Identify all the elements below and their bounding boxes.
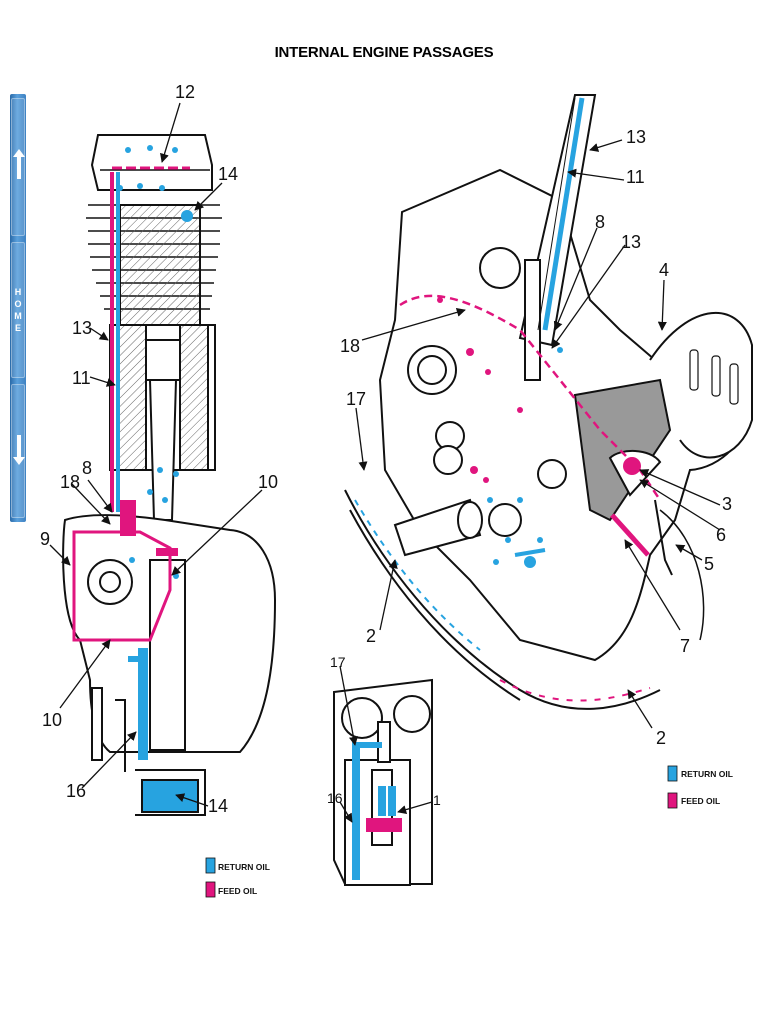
right-oil-passages: [354, 97, 662, 702]
label-16-inset: 16: [327, 790, 343, 806]
label-11-left: 11: [72, 368, 91, 388]
left-oil-passages: [72, 145, 193, 760]
label-13-left: 13: [72, 318, 92, 338]
label-4: 4: [659, 260, 669, 280]
scroll-up-button[interactable]: [11, 98, 25, 236]
return-oil-label: RETURN OIL: [218, 862, 270, 872]
label-8-right: 8: [595, 212, 605, 232]
label-18-right: 18: [340, 336, 360, 356]
inset-leader-lines: [339, 665, 433, 823]
label-7: 7: [680, 636, 690, 656]
right-legend: RETURN OIL FEED OIL: [667, 765, 733, 809]
feed-oil-label-right: FEED OIL: [681, 796, 720, 806]
home-letter-m: M: [14, 311, 22, 321]
crankcase-perspective: [344, 94, 753, 710]
down-arrow-icon: [13, 435, 25, 465]
label-14-top: 14: [218, 164, 238, 184]
label-13-mid: 13: [621, 232, 641, 252]
diagram-title: INTERNAL ENGINE PASSAGES: [274, 44, 494, 61]
label-17-inset: 17: [330, 654, 346, 670]
label-11-top: 11: [626, 167, 645, 187]
left-legend: RETURN OIL FEED OIL: [205, 857, 270, 898]
scroll-down-button[interactable]: [11, 384, 25, 518]
label-10-right: 10: [258, 472, 278, 492]
label-6: 6: [716, 525, 726, 545]
label-5: 5: [704, 554, 714, 574]
side-navigation: H O M E: [10, 94, 26, 522]
up-arrow-icon: [13, 149, 25, 179]
right-leader-lines: [355, 139, 721, 729]
label-16-left: 16: [66, 781, 86, 801]
return-oil-swatch: [205, 857, 216, 874]
label-17-right: 17: [346, 389, 366, 409]
home-letter-e: E: [14, 323, 21, 333]
return-oil-swatch-right: [667, 765, 678, 782]
label-3: 3: [722, 494, 732, 514]
label-1-inset: 1: [433, 792, 441, 808]
label-9: 9: [40, 529, 50, 549]
home-letter-h: H: [14, 287, 22, 297]
label-10-lower: 10: [42, 710, 62, 730]
feed-oil-swatch-right: [667, 792, 678, 809]
label-13-top: 13: [626, 127, 646, 147]
label-2-left: 2: [366, 626, 376, 646]
check-valve-passages: [352, 742, 402, 880]
home-letter-o: O: [14, 299, 22, 309]
engine-cross-section: [62, 134, 277, 816]
feed-oil-swatch: [205, 881, 216, 898]
label-2-bottom: 2: [656, 728, 666, 748]
label-8-left: 8: [82, 458, 92, 478]
label-12: 12: [175, 82, 195, 102]
return-oil-label-right: RETURN OIL: [681, 769, 733, 779]
label-18-left: 18: [60, 472, 80, 492]
feed-oil-label: FEED OIL: [218, 886, 257, 896]
left-leader-lines: [49, 102, 263, 807]
home-button[interactable]: H O M E: [11, 242, 25, 378]
label-14-bottom: 14: [208, 796, 228, 816]
